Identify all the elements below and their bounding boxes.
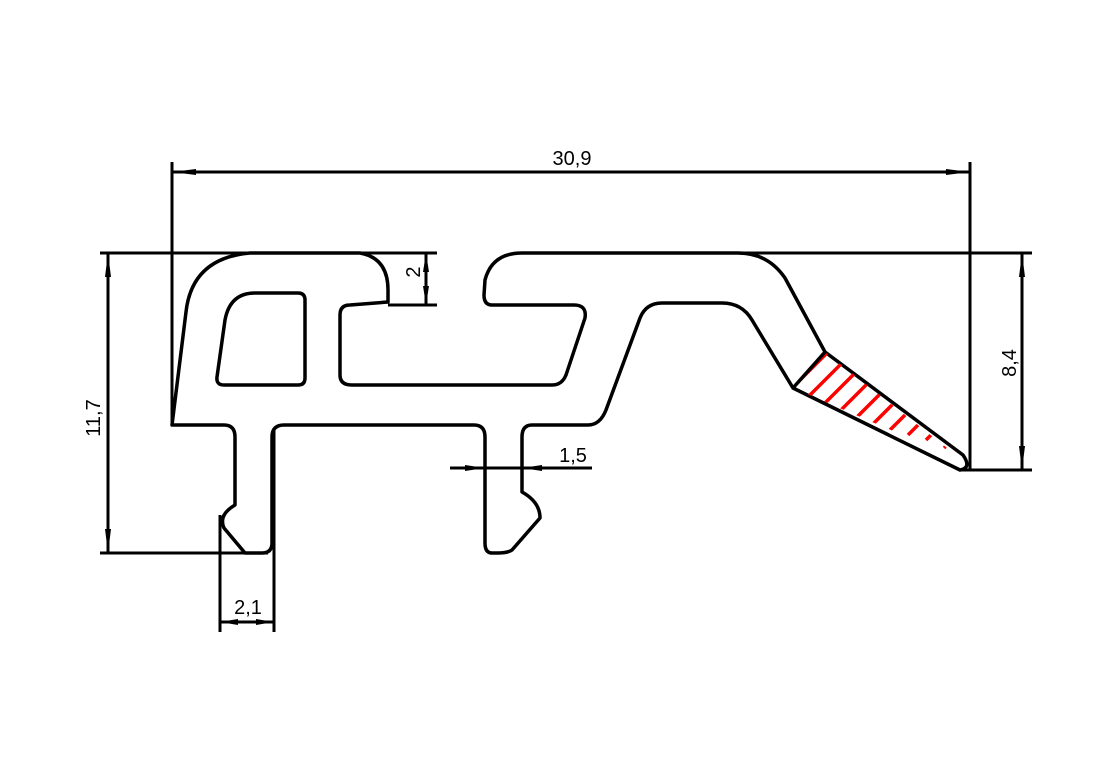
dim-overall-width: 30,9 (553, 148, 592, 170)
dim-lip-height: 8,4 (999, 349, 1021, 377)
seal-boundary (791, 350, 827, 390)
dim-foot-wall: 1,5 (559, 445, 587, 467)
profile-outline (170, 251, 969, 555)
dimension-arrows (105, 169, 1025, 625)
dimension-lines (100, 162, 1032, 632)
profile-hollow (215, 291, 307, 387)
dim-overall-height: 11,7 (83, 399, 105, 436)
dim-top-wall: 2 (403, 266, 425, 277)
dim-foot-width: 2,1 (234, 597, 262, 619)
